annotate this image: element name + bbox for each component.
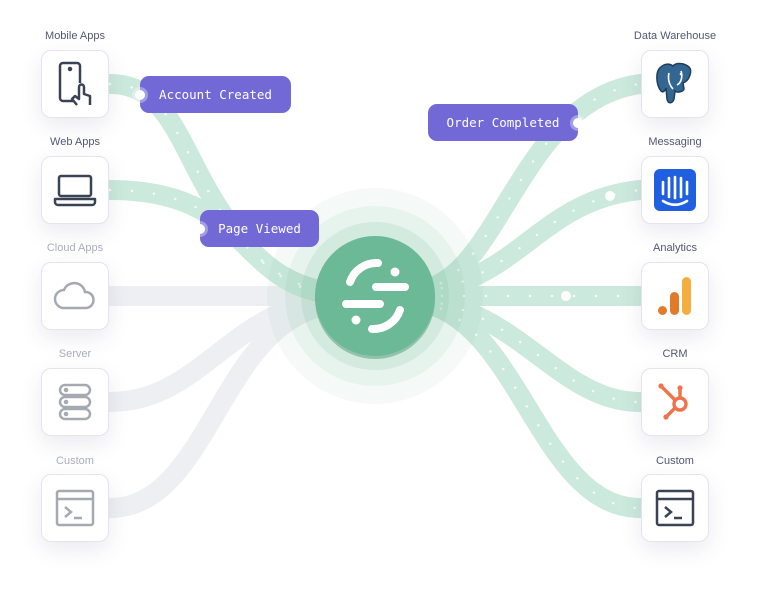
destination-crm[interactable]: [641, 368, 709, 436]
destination-analytics[interactable]: [641, 262, 709, 330]
event-label: Account Created: [159, 87, 272, 102]
mobile-touch-icon: [58, 61, 92, 106]
destination-label: Data Warehouse: [633, 30, 717, 42]
event-pill-account-created: Account Created: [135, 76, 291, 113]
destination-label: Messaging: [648, 136, 702, 148]
laptop-icon: [53, 174, 97, 207]
source-label: Mobile Apps: [45, 30, 105, 42]
source-server[interactable]: [41, 368, 109, 436]
event-dot: [573, 117, 583, 128]
event-label: Order Completed: [446, 115, 560, 130]
source-web-apps[interactable]: [41, 156, 109, 224]
event-pill-page-viewed: Page Viewed: [195, 210, 319, 247]
destination-label: CRM: [662, 348, 688, 360]
postgresql-elephant-icon: [656, 62, 692, 104]
source-label: Web Apps: [50, 136, 100, 148]
source-label: Cloud Apps: [46, 242, 104, 254]
destination-label: Analytics: [652, 242, 698, 254]
event-pill-order-completed: Order Completed: [428, 104, 583, 141]
terminal-icon: [55, 489, 95, 527]
destination-custom[interactable]: [641, 474, 709, 542]
source-custom[interactable]: [41, 474, 109, 542]
destination-messaging[interactable]: [641, 156, 709, 224]
event-label: Page Viewed: [218, 221, 301, 236]
terminal-icon: [655, 489, 695, 527]
source-label: Custom: [56, 455, 94, 467]
source-mobile-apps[interactable]: [41, 50, 109, 118]
event-dot: [195, 223, 205, 234]
server-icon: [58, 383, 92, 421]
source-cloud-apps[interactable]: [41, 262, 109, 330]
segment-logo-icon: [342, 258, 409, 334]
intercom-icon: [654, 169, 696, 211]
destination-data-warehouse[interactable]: [641, 50, 709, 118]
hubspot-icon: [658, 383, 688, 420]
source-label: Server: [58, 348, 92, 360]
destination-label: Custom: [656, 455, 694, 467]
segment-hub: [267, 188, 483, 404]
cloud-icon: [53, 281, 95, 310]
event-dot: [135, 89, 145, 100]
google-analytics-icon: [658, 277, 691, 315]
